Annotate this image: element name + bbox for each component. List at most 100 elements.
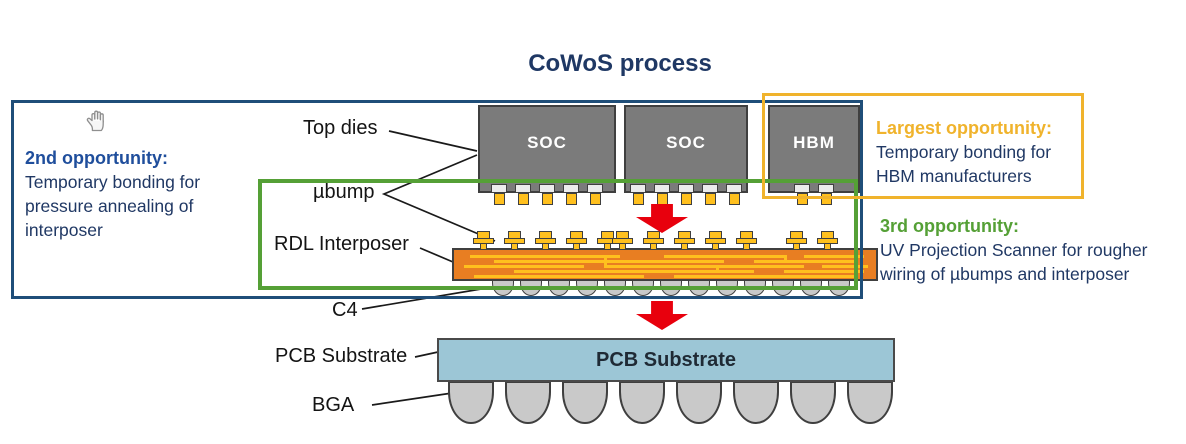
t-bump — [534, 231, 556, 250]
chip-pad-unit — [726, 184, 742, 205]
interposer-wire — [784, 270, 864, 273]
t-bump-stem — [510, 243, 518, 250]
interposer-wire — [664, 255, 784, 258]
bga-ball — [790, 381, 836, 424]
pad — [515, 184, 531, 193]
micro-bump — [820, 193, 832, 205]
third-opportunity-body: UV Projection Scanner for rougher wiring… — [880, 240, 1148, 284]
pad — [630, 184, 646, 193]
t-bump — [673, 231, 695, 250]
interposer-wire — [754, 260, 854, 263]
chip-pad-unit — [630, 184, 646, 205]
chip-pad-unit — [491, 184, 507, 205]
second-opportunity-frame — [11, 100, 863, 299]
interposer-wire — [604, 265, 804, 268]
label-bga: BGA — [312, 394, 355, 416]
pad — [587, 184, 603, 193]
chip-pad-unit — [515, 184, 531, 205]
t-bump — [642, 231, 664, 250]
pad — [539, 184, 555, 193]
pad — [654, 184, 670, 193]
pad — [678, 184, 694, 193]
interposer-wire — [822, 265, 868, 268]
second-opportunity-heading: 2nd opportunity: — [25, 148, 168, 168]
t-bump — [472, 231, 494, 250]
interposer-wire — [514, 270, 754, 273]
pad — [563, 184, 579, 193]
bga-ball — [562, 381, 608, 424]
pad — [818, 184, 834, 193]
micro-bump — [704, 193, 716, 205]
interposer-wire — [494, 260, 724, 263]
bga-ball — [448, 381, 494, 424]
largest-opportunity-body: Temporary bonding for HBM manufacturers — [876, 142, 1052, 186]
t-bump — [565, 231, 587, 250]
chip-soc-2: SOC — [624, 105, 748, 205]
micro-bump — [728, 193, 740, 205]
t-bump-stem — [824, 243, 831, 250]
t-bump-stem — [649, 243, 657, 250]
micro-bump — [796, 193, 808, 205]
third-opportunity-frame — [258, 179, 858, 290]
bga-ball-row — [448, 381, 893, 424]
pad — [491, 184, 507, 193]
chip-pad-unit — [702, 184, 718, 205]
t-bump-stem — [479, 243, 487, 250]
largest-opportunity-note: Largest opportunity: Temporary bonding f… — [876, 116, 1082, 188]
interposer-wire — [716, 265, 719, 273]
label-c4: C4 — [332, 299, 358, 321]
chip-pad-row — [770, 184, 858, 205]
label-rdl-interposer: RDL Interposer — [274, 233, 409, 255]
t-bump — [786, 231, 807, 250]
t-bump-stem — [742, 243, 750, 250]
t-bump — [503, 231, 525, 250]
micro-bump — [589, 193, 601, 205]
bga-ball — [847, 381, 893, 424]
t-bump-stem — [680, 243, 688, 250]
t-bump-stem — [603, 243, 611, 250]
pad — [726, 184, 742, 193]
chip-label: SOC — [666, 133, 706, 152]
t-bump — [704, 231, 726, 250]
third-opportunity-heading: 3rd opportunity: — [880, 216, 1019, 236]
largest-opportunity-frame — [762, 93, 1084, 199]
interposer-bump-group — [472, 231, 618, 250]
bga-ball — [619, 381, 665, 424]
micro-bump — [517, 193, 529, 205]
t-bump-stem — [572, 243, 580, 250]
pcb-substrate-label: PCB Substrate — [595, 348, 737, 371]
interposer-wire — [604, 258, 607, 266]
micro-bump — [565, 193, 577, 205]
interposer-wire — [784, 255, 787, 263]
chip-pad-unit — [587, 184, 603, 205]
chip-pad-unit — [678, 184, 694, 205]
chip-label: HBM — [793, 133, 835, 152]
micro-bump — [632, 193, 644, 205]
interposer-bump-group — [768, 231, 856, 250]
interposer-wire — [674, 275, 854, 278]
interposer-bump-group — [611, 231, 757, 250]
pad — [794, 184, 810, 193]
largest-opportunity-heading: Largest opportunity: — [876, 118, 1052, 138]
t-bump-stem — [618, 243, 626, 250]
chip-pad-unit — [794, 184, 810, 205]
interposer-wire — [474, 275, 644, 278]
second-opportunity-body: Temporary bonding for pressure annealing… — [25, 172, 201, 240]
micro-bump — [541, 193, 553, 205]
hand-cursor-icon — [86, 108, 108, 140]
micro-bump — [493, 193, 505, 205]
chip-label: SOC — [527, 133, 567, 152]
label-pcb-substrate: PCB Substrate — [275, 345, 408, 367]
interposer-wire — [804, 255, 864, 258]
label-top-dies: Top dies — [303, 117, 378, 139]
t-bump — [596, 231, 618, 250]
page-title: CoWoS process — [528, 50, 712, 77]
pad — [702, 184, 718, 193]
t-bump-stem — [711, 243, 719, 250]
t-bump — [611, 231, 633, 250]
bga-ball — [676, 381, 722, 424]
t-bump-stem — [541, 243, 549, 250]
third-opportunity-note: 3rd opportunity: UV Projection Scanner f… — [880, 214, 1186, 286]
chip-pad-unit — [539, 184, 555, 205]
